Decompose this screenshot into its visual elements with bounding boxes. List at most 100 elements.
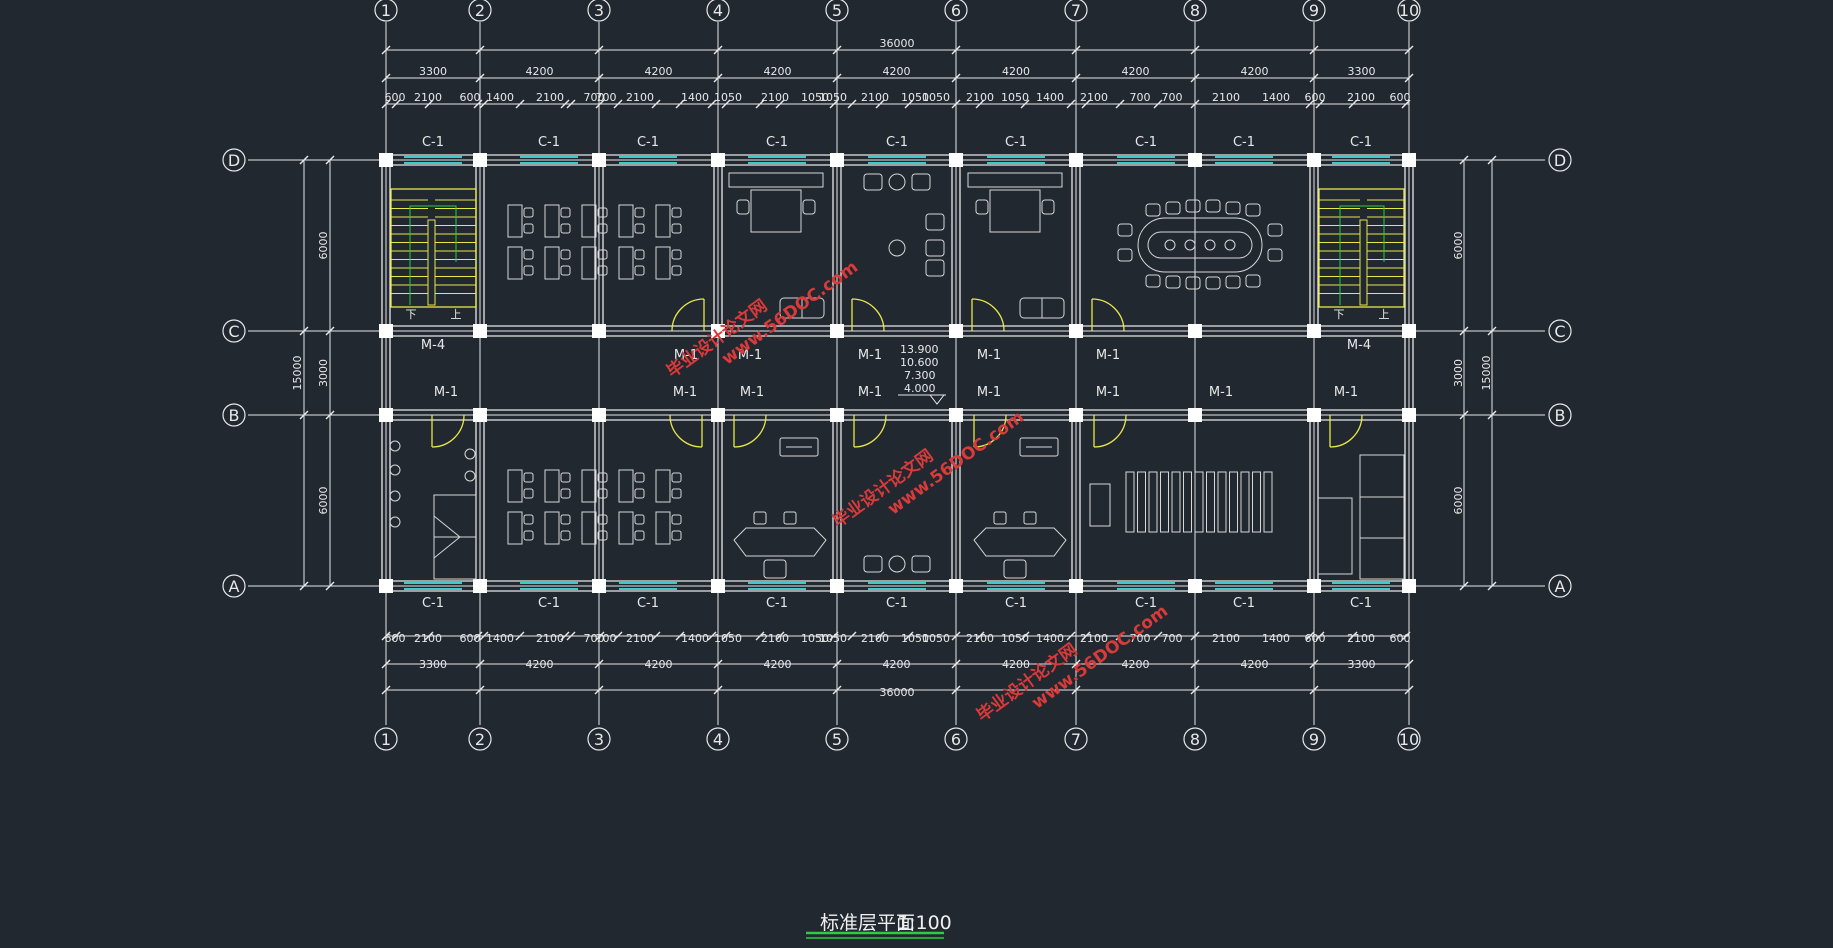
axis-col-bottom: 7 <box>1071 730 1081 749</box>
grid-lines-horizontal <box>248 159 1545 587</box>
detail-dim-bottom: 700 <box>584 632 605 645</box>
detail-dim-bottom: 2100 <box>966 632 994 645</box>
door-label-m4: M-4 <box>421 338 445 353</box>
detail-dim-bottom: 1400 <box>1262 632 1290 645</box>
window-label-bottom: C-1 <box>886 596 908 611</box>
column <box>1069 153 1083 167</box>
column <box>949 324 963 338</box>
row-dim-right: 3000 <box>1452 359 1465 387</box>
detail-dim-top: 600 <box>385 91 406 104</box>
detail-dim-top: 1050 <box>901 91 929 104</box>
axis-col-top: 2 <box>475 1 485 20</box>
column <box>1069 579 1083 593</box>
axis-row-left: D <box>228 151 240 170</box>
column <box>1307 579 1321 593</box>
bay-dim-top: 4200 <box>764 65 792 78</box>
detail-dim-top: 600 <box>460 91 481 104</box>
detail-dim-bottom: 2100 <box>414 632 442 645</box>
column <box>592 579 606 593</box>
window-label-bottom: C-1 <box>766 596 788 611</box>
elevation-4: 4.000 <box>904 382 936 395</box>
axis-col-bottom: 10 <box>1399 730 1419 749</box>
detail-dim-top: 1400 <box>1036 91 1064 104</box>
window-label-bottom: C-1 <box>1233 596 1255 611</box>
door-label-m1: M-1 <box>1209 385 1233 400</box>
column <box>830 153 844 167</box>
detail-dim-top: 2100 <box>761 91 789 104</box>
elevation-2: 10.600 <box>900 356 939 369</box>
detail-dim-top: 2100 <box>626 91 654 104</box>
axis-col-top: 7 <box>1071 1 1081 20</box>
axis-row-right: B <box>1555 406 1566 425</box>
bay-dim-top: 3300 <box>419 65 447 78</box>
elevation-1: 13.900 <box>900 343 939 356</box>
column <box>1188 408 1202 422</box>
window-label-top: C-1 <box>637 135 659 150</box>
axis-row-right: D <box>1554 151 1566 170</box>
drawing-title: 标准层平面 1:100 <box>806 912 952 939</box>
annotation-text: 3600036000330033004200420042004200420042… <box>291 37 1493 699</box>
detail-dim-bottom: 700 <box>1130 632 1151 645</box>
door-label-m1: M-1 <box>738 348 762 363</box>
bay-dim-bottom: 3300 <box>1348 658 1376 671</box>
window-label-top: C-1 <box>422 135 444 150</box>
column <box>1402 153 1416 167</box>
column <box>1188 153 1202 167</box>
axis-col-top: 4 <box>713 1 723 20</box>
axis-row-left: C <box>228 322 239 341</box>
detail-dim-bottom: 600 <box>460 632 481 645</box>
detail-dim-bottom: 1050 <box>714 632 742 645</box>
detail-dim-bottom: 700 <box>1162 632 1183 645</box>
total-dim-left: 15000 <box>291 356 304 391</box>
detail-dim-bottom: 2100 <box>761 632 789 645</box>
column <box>1069 324 1083 338</box>
detail-dim-bottom: 1050 <box>1001 632 1029 645</box>
column <box>830 408 844 422</box>
detail-dim-top: 1050 <box>714 91 742 104</box>
door-label-m4: M-4 <box>1347 338 1371 353</box>
detail-dim-top: 600 <box>1305 91 1326 104</box>
elevation-marker <box>898 394 946 405</box>
axis-col-top: 10 <box>1399 1 1419 20</box>
stair-up-label: 上 <box>451 308 462 321</box>
column <box>1307 153 1321 167</box>
window-label-top: C-1 <box>1233 135 1255 150</box>
column <box>379 153 393 167</box>
detail-dim-top: 2100 <box>536 91 564 104</box>
column <box>592 153 606 167</box>
column <box>1307 408 1321 422</box>
detail-dim-top: 1050 <box>1001 91 1029 104</box>
walls <box>386 154 1409 592</box>
bay-dim-bottom: 3300 <box>419 658 447 671</box>
bay-dim-top: 3300 <box>1348 65 1376 78</box>
column <box>592 324 606 338</box>
window-label-top: C-1 <box>886 135 908 150</box>
axis-col-top: 9 <box>1309 1 1319 20</box>
window-label-top: C-1 <box>1135 135 1157 150</box>
column <box>711 408 725 422</box>
detail-dim-bottom: 700 <box>596 632 617 645</box>
row-dim-right: 6000 <box>1452 232 1465 260</box>
sinks-left <box>389 440 476 528</box>
axis-col-top: 3 <box>594 1 604 20</box>
detail-dim-top: 600 <box>1390 91 1411 104</box>
detail-dim-top: 2100 <box>861 91 889 104</box>
dimension-lines <box>303 49 1493 691</box>
column <box>473 408 487 422</box>
row-dim-left: 6000 <box>317 232 330 260</box>
detail-dim-bottom: 1050 <box>819 632 847 645</box>
column <box>473 153 487 167</box>
detail-dim-bottom: 1400 <box>1036 632 1064 645</box>
detail-dim-top: 1050 <box>922 91 950 104</box>
detail-dim-top: 1400 <box>1262 91 1290 104</box>
toilet-fixtures-left <box>433 494 477 580</box>
detail-dim-bottom: 2100 <box>626 632 654 645</box>
column <box>711 153 725 167</box>
stair-up-label: 上 <box>1379 308 1390 321</box>
axis-col-bottom: 3 <box>594 730 604 749</box>
column <box>711 579 725 593</box>
elevation-3: 7.300 <box>904 369 936 382</box>
bay-dim-top: 4200 <box>1122 65 1150 78</box>
column <box>379 324 393 338</box>
